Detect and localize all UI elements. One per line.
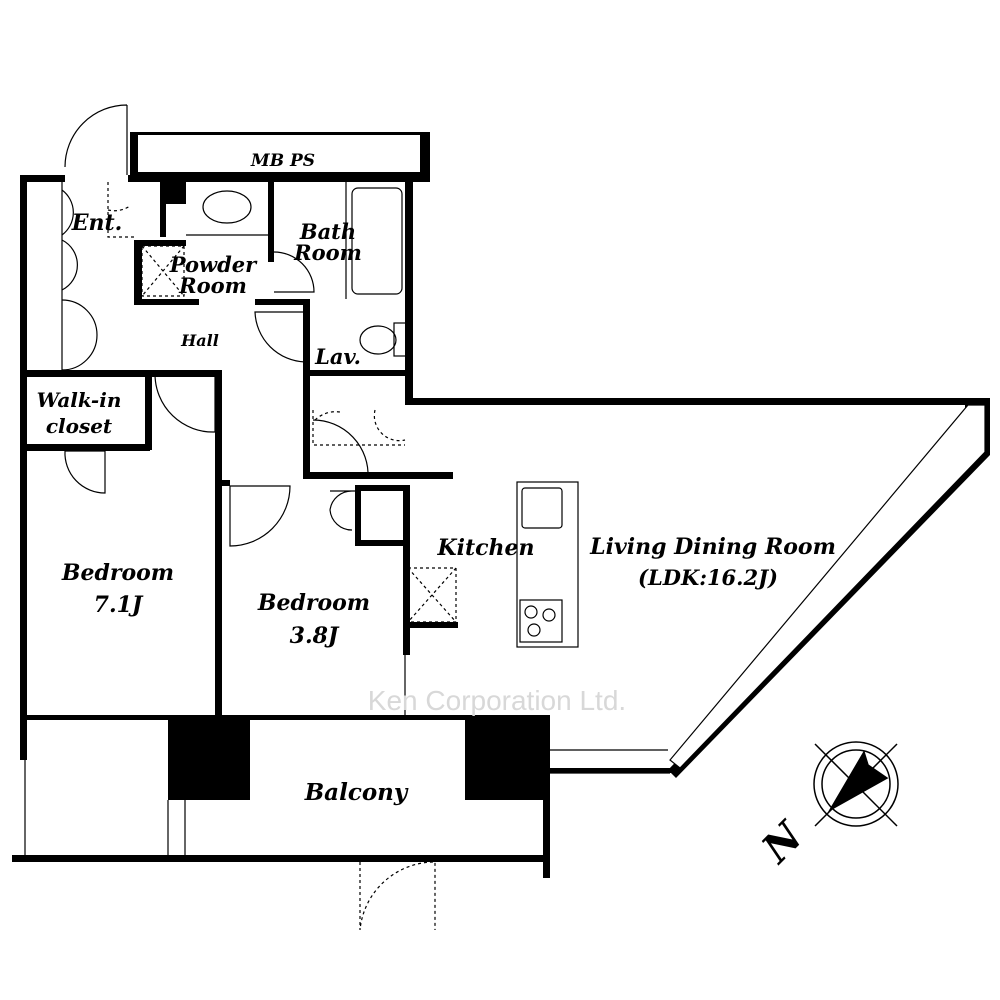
watermark: Ken Corporation Ltd. xyxy=(368,685,626,716)
room-labels: MB PS Ent. Powder Room Bath Room Hall La… xyxy=(37,151,836,806)
label-bedroom-1-size: 7.1J xyxy=(94,592,144,618)
label-powder-room-2: Room xyxy=(178,273,247,298)
label-powder-room: Powder xyxy=(169,252,258,277)
label-kitchen: Kitchen xyxy=(436,535,534,561)
label-living-dining: Living Dining Room xyxy=(589,534,836,560)
walls xyxy=(12,132,990,878)
label-bedroom-2-size: 3.8J xyxy=(290,623,340,649)
label-bedroom-1: Bedroom xyxy=(61,560,174,586)
label-mb-ps: MB PS xyxy=(250,151,315,171)
label-balcony: Balcony xyxy=(304,779,409,806)
label-lavatory: Lav. xyxy=(314,344,361,369)
label-bath-room: Bath xyxy=(299,219,356,244)
label-hall: Hall xyxy=(180,331,219,350)
label-walk-in-closet: Walk-in xyxy=(37,388,122,412)
compass-north-label: N xyxy=(751,812,813,874)
fixtures xyxy=(24,104,986,931)
compass: N xyxy=(751,741,899,874)
label-bath-room-2: Room xyxy=(293,240,362,265)
north-arrow-icon xyxy=(827,750,889,813)
label-walk-in-closet-2: closet xyxy=(46,414,113,438)
label-ldk-size: (LDK:16.2J) xyxy=(638,565,778,590)
label-entrance: Ent. xyxy=(71,210,123,236)
label-bedroom-2: Bedroom xyxy=(257,590,370,616)
